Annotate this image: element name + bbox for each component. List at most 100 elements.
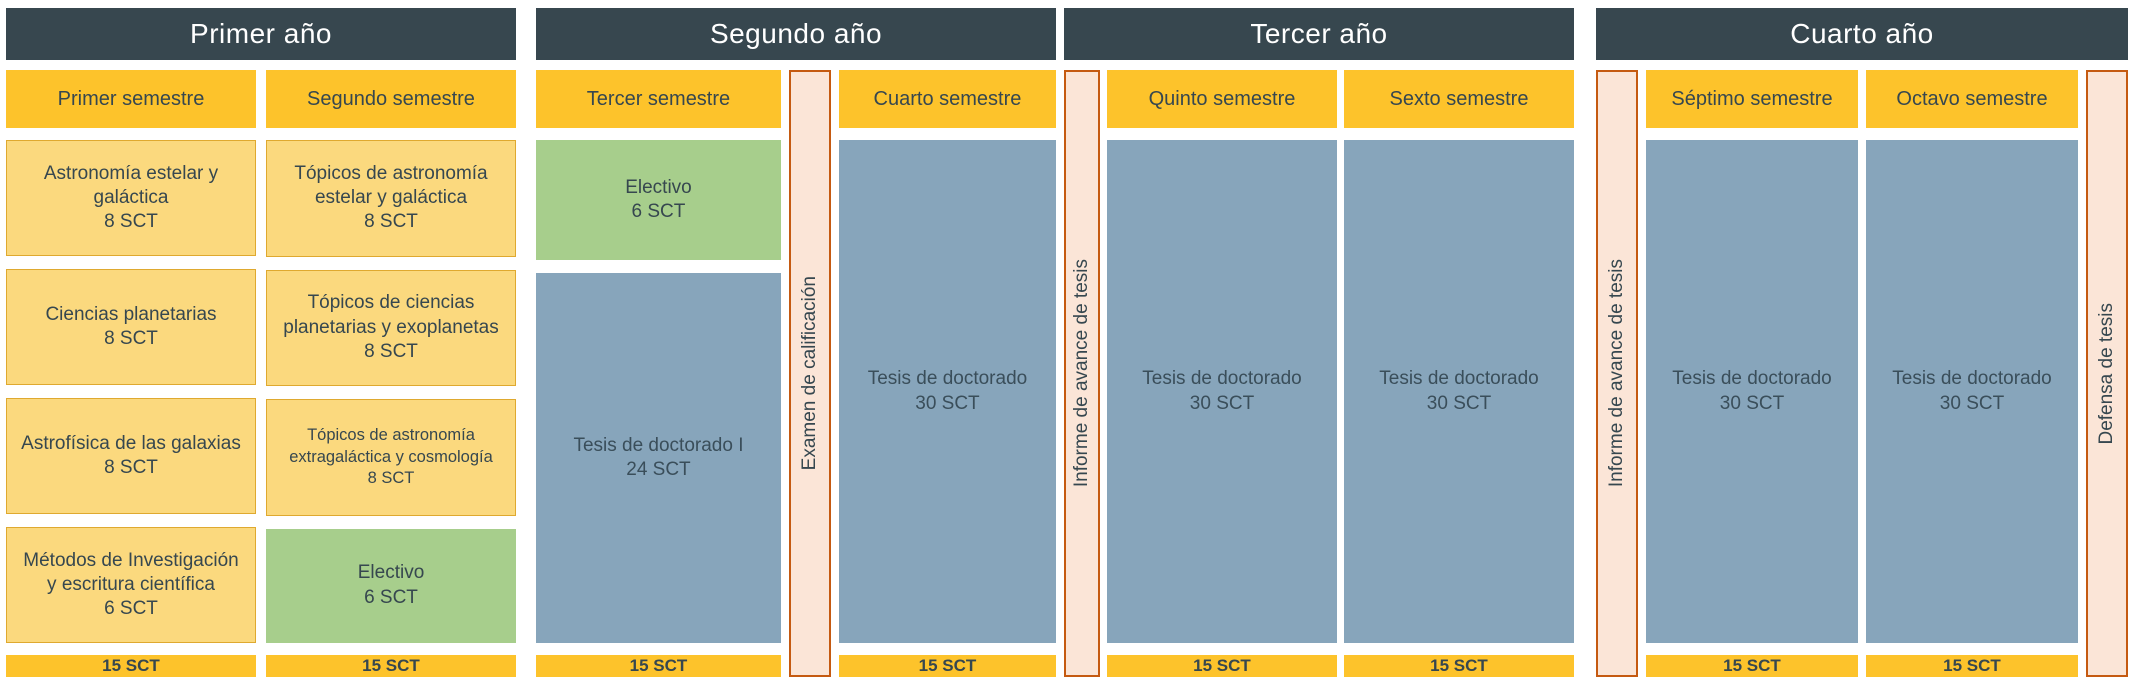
course-credits: 8 SCT	[104, 328, 158, 349]
course-card-tesis-s8: Tesis de doctorado 30 SCT	[1866, 140, 2078, 643]
card-stack: Tesis de doctorado 30 SCT	[1344, 140, 1574, 643]
course-title: Tesis de doctorado	[1379, 368, 1539, 390]
milestone-informe-avance-y3: Informe de avance de tesis	[1064, 70, 1100, 677]
course-credits: 8 SCT	[104, 457, 158, 478]
semester-header-tercer: Tercer semestre	[536, 70, 781, 128]
total-label: 15 SCT	[362, 656, 420, 675]
course-credits: 24 SCT	[626, 459, 691, 481]
card-stack: Astronomía estelar y galáctica 8 SCT Cie…	[6, 140, 256, 643]
card-stack: Tópicos de astronomía estelar y galáctic…	[266, 140, 516, 643]
semester-column-cuarto: Cuarto semestre Tesis de doctorado 30 SC…	[838, 70, 1056, 677]
year-section-tercer: Tercer año Informe de avance de tesis Qu…	[1064, 8, 1574, 677]
year-header-primer: Primer año	[6, 8, 516, 60]
semester-total-segundo: 15 SCT	[266, 655, 516, 677]
total-label: 15 SCT	[1193, 656, 1251, 675]
semester-header-sexto: Sexto semestre	[1344, 70, 1574, 128]
milestone-label: Informe de avance de tesis	[1071, 259, 1092, 488]
course-card-electivo-s3: Electivo 6 SCT	[536, 140, 781, 261]
course-credits: 30 SCT	[1939, 392, 2005, 414]
semester-header-cuarto: Cuarto semestre	[838, 70, 1056, 128]
course-card-metodos-investigacion: Métodos de Investigación y escritura cie…	[6, 527, 256, 643]
course-card-electivo-s2: Electivo 6 SCT	[266, 528, 516, 643]
total-label: 15 SCT	[918, 656, 977, 675]
milestone-defensa-tesis: Defensa de tesis	[2086, 70, 2128, 677]
semester-header-septimo: Séptimo semestre	[1646, 70, 1858, 128]
course-title: Tópicos de astronomía extragaláctica y c…	[289, 426, 493, 466]
course-card-tesis-s5: Tesis de doctorado 30 SCT	[1107, 140, 1337, 643]
semester-column-quinto: Quinto semestre Tesis de doctorado 30 SC…	[1107, 70, 1337, 677]
semester-label: Séptimo semestre	[1671, 87, 1833, 110]
course-title: Astrofísica de las galaxias	[21, 432, 241, 454]
course-title: Ciencias planetarias	[45, 303, 217, 325]
semester-column-tercer: Tercer semestre Electivo 6 SCT Tesis de …	[536, 70, 781, 677]
course-credits: 8 SCT	[104, 211, 158, 233]
card-stack: Tesis de doctorado 30 SCT	[1107, 140, 1337, 643]
card-stack: Tesis de doctorado 30 SCT	[1866, 140, 2078, 643]
year-body-primer: Primer semestre Astronomía estelar y gal…	[6, 70, 516, 677]
course-card-astronomia-estelar: Astronomía estelar y galáctica 8 SCT	[6, 140, 256, 256]
year-header-cuarto: Cuarto año	[1596, 8, 2128, 60]
total-label: 15 SCT	[1723, 656, 1781, 675]
course-credits: 30 SCT	[1719, 392, 1785, 414]
course-credits: 8 SCT	[364, 340, 418, 362]
course-credits: 6 SCT	[631, 201, 686, 223]
course-title: Astronomía estelar y galáctica	[43, 162, 219, 208]
course-title: Tesis de doctorado	[1142, 368, 1302, 390]
course-card-tesis-s4: Tesis de doctorado 30 SCT	[838, 140, 1056, 643]
total-label: 15 SCT	[102, 656, 160, 675]
course-card-tesis-s7: Tesis de doctorado 30 SCT	[1646, 140, 1858, 643]
course-title: Tópicos de ciencias planetarias y exopla…	[283, 292, 499, 338]
year-body-tercer: Informe de avance de tesis Quinto semest…	[1064, 70, 1574, 677]
course-title: Electivo	[625, 176, 692, 198]
card-stack: Tesis de doctorado 30 SCT	[1646, 140, 1858, 643]
semester-column-octavo: Octavo semestre Tesis de doctorado 30 SC…	[1866, 70, 2078, 677]
semester-column-septimo: Séptimo semestre Tesis de doctorado 30 S…	[1646, 70, 1858, 677]
year-section-primer: Primer año Primer semestre Astronomía es…	[6, 8, 516, 677]
semester-total-quinto: 15 SCT	[1107, 655, 1337, 677]
course-credits: 6 SCT	[364, 586, 418, 608]
course-card-topicos-estelar: Tópicos de astronomía estelar y galáctic…	[266, 140, 516, 257]
course-credits: 30 SCT	[915, 392, 980, 414]
semester-column-sexto: Sexto semestre Tesis de doctorado 30 SCT…	[1344, 70, 1574, 677]
year-section-cuarto: Cuarto año Informe de avance de tesis Sé…	[1596, 8, 2128, 677]
semester-label: Cuarto semestre	[873, 87, 1022, 110]
milestone-label: Defensa de tesis	[2096, 302, 2117, 445]
year-header-segundo: Segundo año	[536, 8, 1056, 60]
total-label: 15 SCT	[1430, 656, 1488, 675]
course-card-topicos-extragalactica: Tópicos de astronomía extragaláctica y c…	[266, 399, 516, 516]
course-credits: 6 SCT	[104, 598, 158, 620]
semester-total-cuarto: 15 SCT	[838, 655, 1056, 677]
semester-column-primer: Primer semestre Astronomía estelar y gal…	[6, 70, 256, 677]
semester-total-tercer: 15 SCT	[536, 655, 781, 677]
semester-label: Sexto semestre	[1389, 87, 1529, 110]
semester-header-segundo: Segundo semestre	[266, 70, 516, 128]
card-stack: Tesis de doctorado 30 SCT	[838, 140, 1056, 643]
year-section-segundo: Segundo año Tercer semestre Electivo 6 S…	[536, 8, 1056, 677]
course-title: Electivo	[357, 562, 425, 584]
semester-total-sexto: 15 SCT	[1344, 655, 1574, 677]
year-body-segundo: Tercer semestre Electivo 6 SCT Tesis de …	[536, 70, 1056, 677]
total-label: 15 SCT	[629, 656, 688, 675]
milestone-examen-calificacion: Examen de calificación	[788, 70, 831, 677]
course-card-astrofisica-galaxias: Astrofísica de las galaxias 8 SCT	[6, 398, 256, 514]
course-title: Tesis de doctorado	[1892, 368, 2052, 390]
course-card-tesis-doctorado-1: Tesis de doctorado I 24 SCT	[536, 273, 781, 643]
year-title: Cuarto año	[1790, 18, 1934, 49]
semester-total-primer: 15 SCT	[6, 655, 256, 677]
semester-label: Quinto semestre	[1148, 87, 1296, 110]
semester-label: Tercer semestre	[586, 87, 731, 110]
semester-label: Octavo semestre	[1896, 87, 2048, 110]
semester-header-primer: Primer semestre	[6, 70, 256, 128]
course-title: Tópicos de astronomía estelar y galáctic…	[294, 162, 488, 209]
course-card-ciencias-planetarias: Ciencias planetarias 8 SCT	[6, 269, 256, 385]
course-credits: 30 SCT	[1426, 392, 1492, 414]
year-header-tercer: Tercer año	[1064, 8, 1574, 60]
year-title: Segundo año	[709, 18, 883, 49]
course-title: Métodos de Investigación y escritura cie…	[23, 549, 239, 595]
semester-label: Segundo semestre	[307, 87, 475, 110]
course-title: Tesis de doctorado I	[573, 434, 744, 456]
milestone-informe-avance-y4: Informe de avance de tesis	[1596, 70, 1638, 677]
course-credits: 8 SCT	[364, 211, 418, 233]
course-credits: 30 SCT	[1189, 392, 1255, 414]
